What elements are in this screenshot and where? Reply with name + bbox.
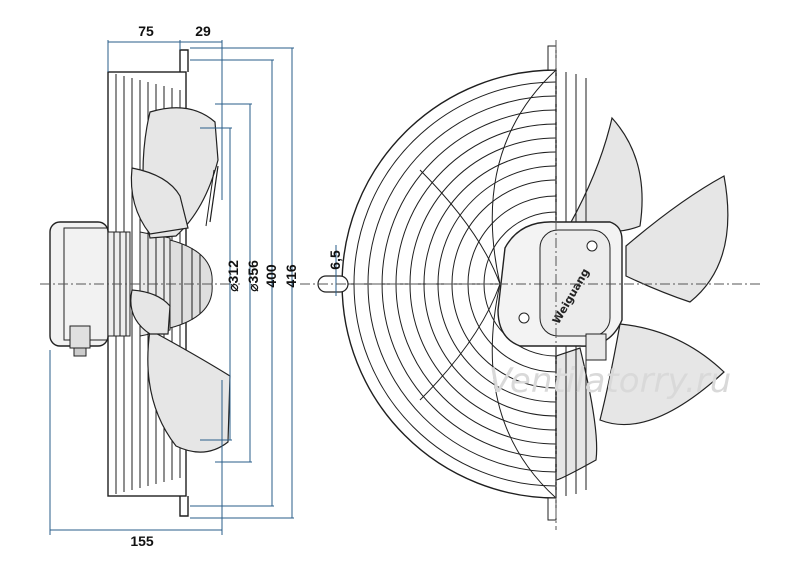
dim-312: ⌀312 [225, 260, 241, 292]
watermark: Ventilatorry.ru [489, 361, 732, 401]
front-motor-hub: Weiguang [497, 221, 623, 361]
screw-icon [586, 240, 598, 252]
dim-400: 400 [263, 264, 279, 288]
side-blades [130, 107, 231, 453]
screw-icon [518, 312, 530, 324]
dim-356: ⌀356 [245, 260, 261, 292]
bottom-dimension: 155 [49, 350, 223, 549]
side-view: 75 29 155 ⌀312 ⌀356 400 416 [40, 23, 299, 549]
dim-6-5: 6,5 [327, 250, 343, 270]
dim-75: 75 [138, 23, 154, 39]
cable-gland [585, 333, 607, 361]
top-dimensions: 75 29 [107, 23, 223, 200]
front-view: 6,5 Weiguang [300, 40, 760, 530]
hole-dimension: 6,5 [327, 245, 343, 296]
motor-housing [49, 221, 213, 357]
dim-29: 29 [195, 23, 211, 39]
diameter-dimensions: ⌀312 ⌀356 400 416 [190, 47, 299, 519]
dim-155: 155 [130, 533, 154, 549]
dim-416: 416 [283, 264, 299, 288]
